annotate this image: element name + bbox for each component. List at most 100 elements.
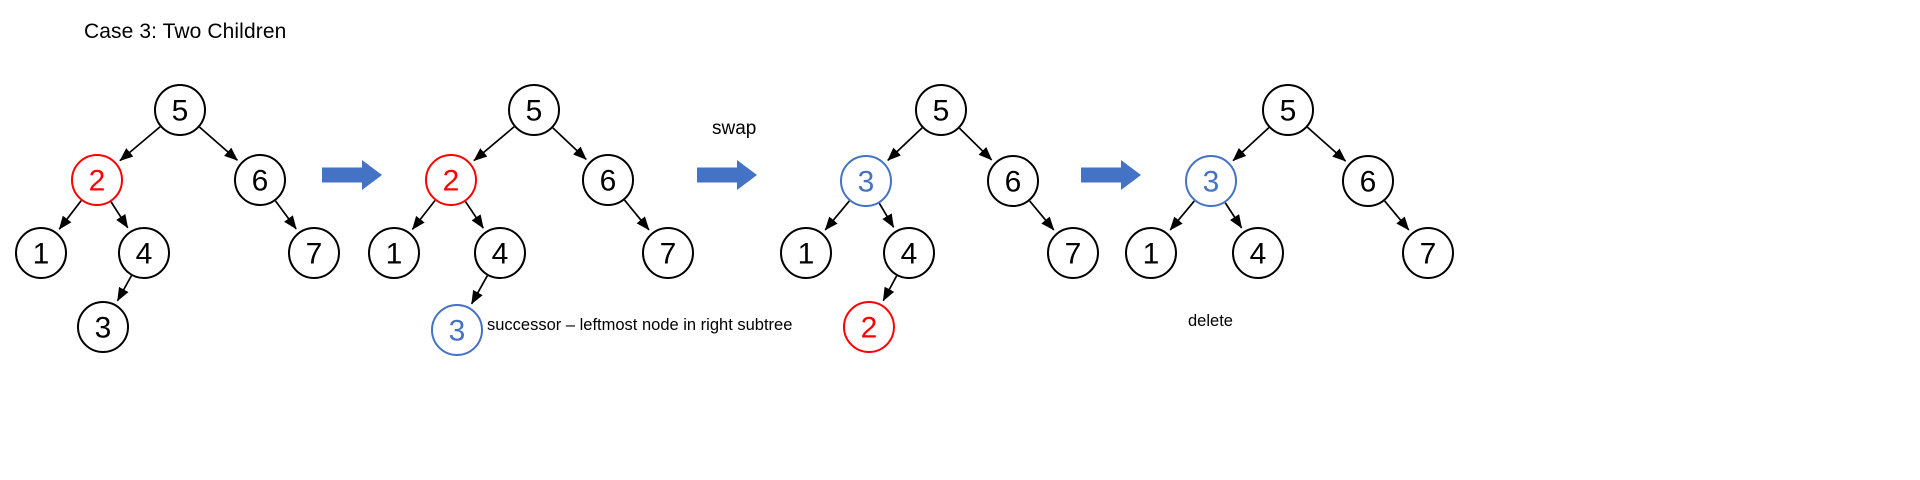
tree-node[interactable]: 3: [77, 301, 129, 353]
tree-node[interactable]: 1: [368, 227, 420, 279]
node-circle: [508, 84, 560, 136]
step-arrow-label: swap: [712, 118, 757, 139]
node-value: 4: [492, 238, 509, 271]
node-value: 6: [1005, 166, 1022, 199]
tree-node[interactable]: 1: [780, 227, 832, 279]
tree-node[interactable]: 7: [642, 227, 694, 279]
node-circle: [915, 84, 967, 136]
node-value: 5: [1280, 95, 1297, 128]
tree-node[interactable]: 2: [71, 154, 123, 206]
tree-node[interactable]: 7: [288, 227, 340, 279]
node-value: 6: [600, 165, 617, 198]
node-circle: [154, 84, 206, 136]
node-circle: [77, 301, 129, 353]
tree-edge: [878, 202, 895, 228]
node-circle: [1185, 155, 1237, 207]
node-circle: [582, 154, 634, 206]
node-value: 2: [443, 165, 460, 198]
tree-node[interactable]: 4: [474, 227, 526, 279]
tree-edge: [552, 127, 587, 161]
tree-edge: [119, 126, 161, 162]
step-arrow-icon: [697, 160, 757, 190]
node-value: 7: [1065, 238, 1082, 271]
node-value: 3: [95, 312, 112, 345]
tree-edge: [1306, 126, 1347, 162]
tree-node[interactable]: 5: [154, 84, 206, 136]
node-value: 5: [933, 95, 950, 128]
tree-node[interactable]: 3: [1185, 155, 1237, 207]
node-value: 1: [386, 238, 403, 271]
node-value: 5: [172, 95, 189, 128]
tree-node[interactable]: 2: [843, 301, 895, 353]
node-value: 1: [798, 238, 815, 271]
tree-edge: [473, 126, 515, 162]
node-value: 2: [89, 165, 106, 198]
tree-node[interactable]: 5: [1262, 84, 1314, 136]
tree-edge: [274, 200, 297, 230]
node-circle: [843, 301, 895, 353]
node-circle: [1047, 227, 1099, 279]
node-value: 7: [1420, 238, 1437, 271]
tree-node[interactable]: 1: [1125, 227, 1177, 279]
tree-node[interactable]: 7: [1047, 227, 1099, 279]
tree-node[interactable]: 5: [915, 84, 967, 136]
tree-node[interactable]: 2: [425, 154, 477, 206]
node-circle: [1262, 84, 1314, 136]
node-circle: [1342, 155, 1394, 207]
node-value: 1: [1143, 238, 1160, 271]
tree-edge: [1169, 200, 1196, 231]
tree-edge: [1383, 200, 1410, 231]
step-arrows-layer: [322, 160, 1141, 190]
delete-note: delete: [1188, 312, 1233, 330]
node-circle: [987, 155, 1039, 207]
tree-edge: [411, 199, 436, 230]
node-value: 7: [306, 238, 323, 271]
tree-edge: [1224, 202, 1243, 229]
tree-edge: [58, 200, 82, 230]
tree-edge: [824, 200, 851, 231]
step-arrow-icon: [1081, 160, 1141, 190]
node-circle: [840, 155, 892, 207]
node-circle: [288, 227, 340, 279]
node-value: 4: [901, 238, 918, 271]
node-circle: [474, 227, 526, 279]
node-value: 3: [1203, 166, 1220, 199]
tree-node[interactable]: 3: [840, 155, 892, 207]
tree-edge: [958, 127, 993, 161]
node-circle: [1232, 227, 1284, 279]
tree-node[interactable]: 7: [1402, 227, 1454, 279]
tree-edge: [464, 201, 484, 229]
node-circle: [780, 227, 832, 279]
node-circle: [431, 304, 483, 356]
node-value: 3: [449, 315, 466, 348]
node-value: 5: [526, 95, 543, 128]
tree-node[interactable]: 6: [987, 155, 1039, 207]
tree-edge: [1232, 127, 1270, 162]
tree-node[interactable]: 6: [582, 154, 634, 206]
node-circle: [234, 154, 286, 206]
tree-node[interactable]: 4: [118, 227, 170, 279]
tree-node[interactable]: 6: [234, 154, 286, 206]
node-circle: [425, 154, 477, 206]
node-value: 3: [858, 166, 875, 199]
node-circle: [71, 154, 123, 206]
tree-node[interactable]: 1: [15, 227, 67, 279]
tree-node[interactable]: 4: [883, 227, 935, 279]
node-value: 6: [1360, 166, 1377, 199]
node-circle: [883, 227, 935, 279]
tree-edge: [470, 275, 489, 305]
node-value: 1: [33, 238, 50, 271]
tree-node[interactable]: 5: [508, 84, 560, 136]
tree-node[interactable]: 4: [1232, 227, 1284, 279]
page-title: Case 3: Two Children: [84, 20, 287, 43]
node-circle: [1402, 227, 1454, 279]
tree-edge: [1028, 200, 1055, 231]
tree-node[interactable]: 6: [1342, 155, 1394, 207]
tree-edge: [199, 126, 238, 161]
node-value: 4: [1250, 238, 1267, 271]
tree-node[interactable]: 3: [431, 304, 483, 356]
node-circle: [368, 227, 420, 279]
node-value: 7: [660, 238, 677, 271]
tree-edge: [116, 275, 133, 302]
